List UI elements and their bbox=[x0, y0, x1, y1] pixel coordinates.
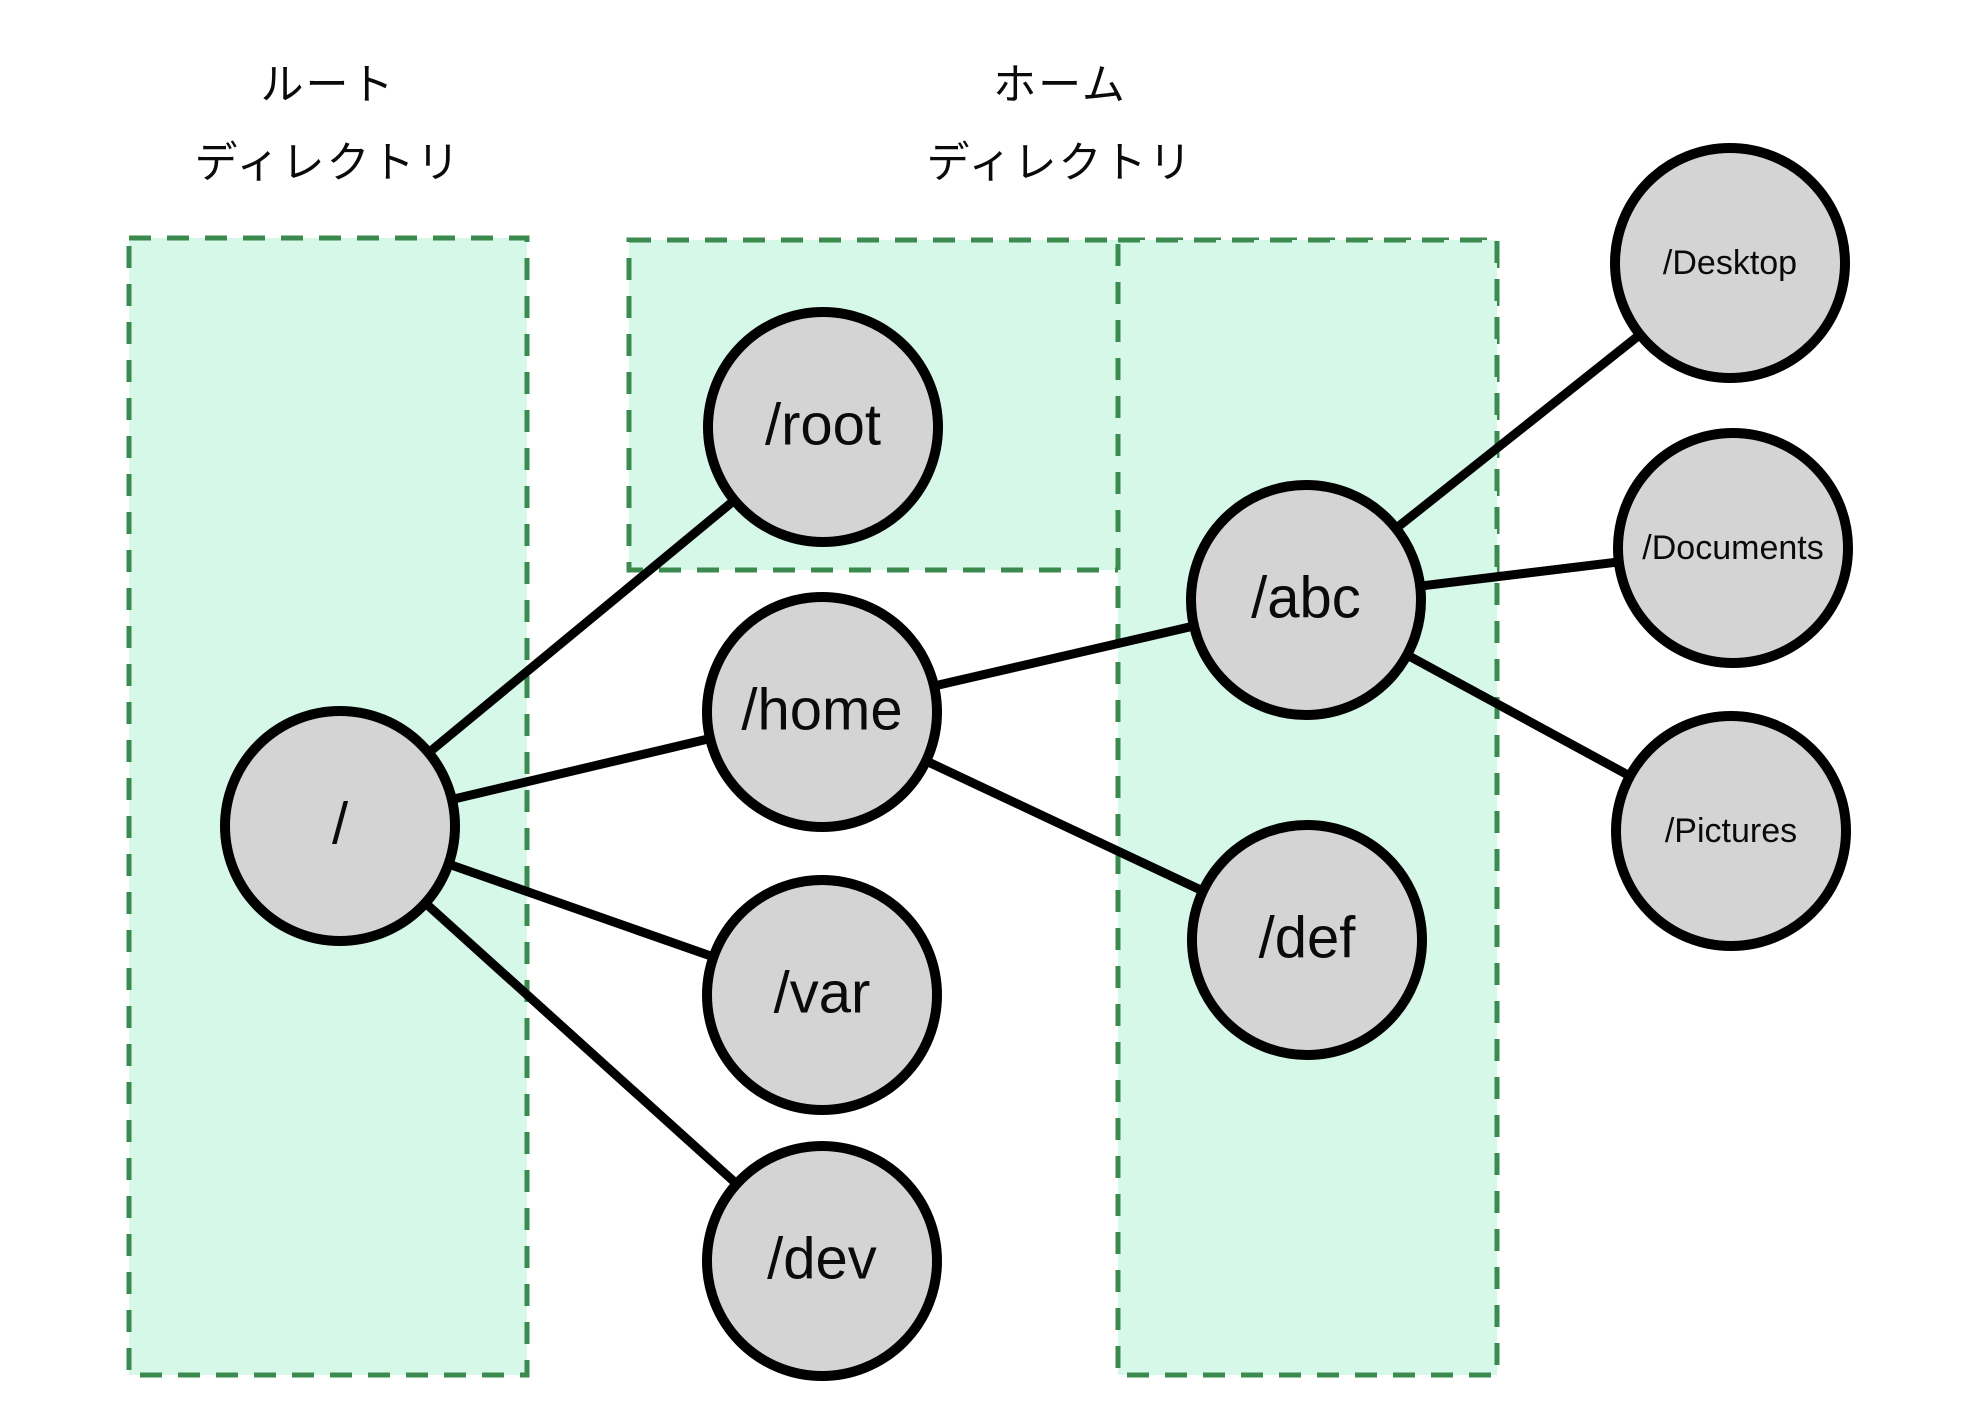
node-label-abc: /abc bbox=[1251, 565, 1361, 630]
edge-root-to-dev bbox=[417, 895, 745, 1192]
edge-root-to-home bbox=[445, 732, 717, 806]
node-circle-pictures[interactable] bbox=[1611, 711, 1851, 951]
node-home[interactable]: /home bbox=[702, 592, 942, 832]
edge-abc-to-desktop bbox=[1388, 327, 1648, 536]
group-title-home-directory-line1: ホーム bbox=[993, 61, 1127, 109]
node-label-documents: /Documents bbox=[1642, 529, 1823, 567]
edge-root-to-rootdir bbox=[421, 492, 742, 761]
node-def[interactable]: /def bbox=[1187, 820, 1427, 1060]
node-label-root: / bbox=[332, 791, 349, 856]
node-label-dev: /dev bbox=[767, 1226, 877, 1291]
node-circle-dev[interactable] bbox=[702, 1141, 942, 1381]
node-root[interactable]: / bbox=[220, 706, 460, 946]
node-documents[interactable]: /Documents bbox=[1613, 428, 1853, 668]
node-label-pictures: /Pictures bbox=[1665, 812, 1797, 850]
node-circle-def[interactable] bbox=[1187, 820, 1427, 1060]
group-title-root-directory-line2: ディレクトリ bbox=[195, 139, 462, 187]
group-title-home-directory-line2: ディレクトリ bbox=[927, 139, 1194, 187]
node-circle-home[interactable] bbox=[702, 592, 942, 832]
node-root-dir[interactable]: /root bbox=[703, 307, 943, 547]
edges-layer bbox=[417, 327, 1648, 1192]
node-label-home: /home bbox=[741, 677, 902, 742]
node-pictures[interactable]: /Pictures bbox=[1611, 711, 1851, 951]
node-label-desktop: /Desktop bbox=[1663, 244, 1797, 282]
edge-abc-to-documents bbox=[1413, 556, 1626, 592]
nodes-layer: / /root/home/var/dev/abc/def/Desktop/Docu… bbox=[220, 143, 1853, 1381]
node-circle-desktop[interactable] bbox=[1610, 143, 1850, 383]
node-label-var: /var bbox=[774, 960, 871, 1025]
node-var[interactable]: /var bbox=[702, 875, 942, 1115]
node-circle-abc[interactable] bbox=[1186, 480, 1426, 720]
home-group-box-right bbox=[1115, 237, 1500, 1378]
edge-root-to-var bbox=[441, 857, 721, 964]
node-circle-root[interactable] bbox=[220, 706, 460, 946]
edge-home-to-abc bbox=[927, 620, 1201, 692]
node-desktop[interactable]: /Desktop bbox=[1610, 143, 1850, 383]
node-abc[interactable]: /abc bbox=[1186, 480, 1426, 720]
edge-home-to-def bbox=[918, 754, 1211, 898]
node-circle-documents[interactable] bbox=[1613, 428, 1853, 668]
node-circle-var[interactable] bbox=[702, 875, 942, 1115]
node-circle-root-dir[interactable] bbox=[703, 307, 943, 547]
group-title-root-directory-line1: ルート bbox=[261, 61, 396, 109]
node-dev[interactable]: /dev bbox=[702, 1141, 942, 1381]
node-label-root-dir: /root bbox=[765, 392, 881, 457]
edge-abc-to-pictures bbox=[1399, 648, 1638, 783]
node-label-def: /def bbox=[1259, 905, 1357, 970]
